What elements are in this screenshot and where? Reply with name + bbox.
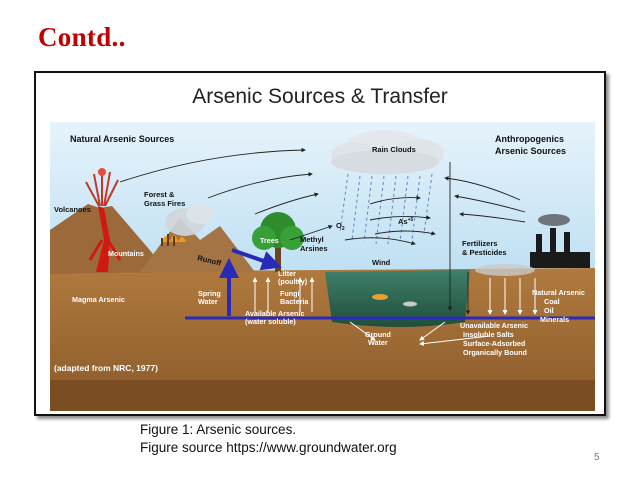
fertilizer-field-icon	[475, 264, 535, 276]
label-adapted: (adapted from NRC, 1977)	[54, 363, 158, 373]
figure-heading: Arsenic Sources & Transfer	[192, 85, 448, 108]
bottom-band	[50, 380, 595, 411]
label-spring-2: Water	[198, 297, 218, 306]
label-surface-adsorbed: Surface-Adsorbed	[463, 339, 525, 348]
label-minerals: Minerals	[540, 315, 569, 324]
label-ground-2: Water	[368, 338, 388, 347]
label-methyl-1: Methyl	[300, 235, 324, 244]
eruption-icon	[85, 168, 119, 207]
label-litter-1: Litter	[278, 269, 296, 278]
label-oil: Oil	[544, 306, 554, 315]
label-rain-clouds: Rain Clouds	[372, 145, 416, 154]
label-volcanoes: Volcanoes	[54, 205, 91, 214]
soil-arrows	[252, 277, 538, 347]
slide-title: Contd..	[38, 22, 126, 52]
label-magma: Magma Arsenic	[72, 295, 125, 304]
label-anthropogenics-1: Anthropogenics	[495, 134, 564, 144]
label-spring-1: Spring	[198, 289, 221, 298]
label-mountains: Mountains	[108, 249, 144, 258]
label-litter-2: (poultry)	[278, 277, 308, 286]
label-coal: Coal	[544, 297, 560, 306]
label-trees: Trees	[260, 236, 279, 245]
volcano-lava	[96, 206, 110, 272]
label-forest-1: Forest &	[144, 190, 175, 199]
lake	[325, 270, 470, 327]
label-anthropogenics-2: Arsenic Sources	[495, 146, 566, 156]
label-available-2: (water soluble)	[245, 317, 296, 326]
label-methyl-2: Arsines	[300, 244, 328, 253]
page-number: 5	[594, 452, 600, 463]
label-natural-arsenic: Natural Arsenic	[532, 288, 585, 297]
fire-icon	[161, 204, 214, 246]
label-ground-1: Ground	[365, 330, 391, 339]
caption-line-2: Figure source https://www.groundwater.or…	[140, 440, 397, 455]
transfer-arrows	[119, 147, 526, 315]
label-available-1: Available Arsenic	[245, 309, 304, 318]
label-o2: O2	[336, 221, 345, 232]
label-unavailable: Unavailable Arsenic	[460, 321, 528, 330]
tree-icon	[252, 212, 304, 272]
label-insoluble: Insoluble Salts	[463, 330, 514, 339]
figure-caption: Figure 1: Arsenic sources. Figure source…	[140, 421, 397, 457]
arsenic-diagram: Natural Arsenic Sources Anthropogenics A…	[50, 122, 595, 411]
label-fungi-1: Fungi	[280, 289, 300, 298]
label-forest-2: Grass Fires	[144, 199, 185, 208]
label-fungi-2: Bacteria	[280, 297, 309, 306]
caption-line-1: Figure 1: Arsenic sources.	[140, 422, 297, 437]
label-wind: Wind	[372, 258, 391, 267]
label-fertilizers-2: & Pesticides	[462, 248, 507, 257]
runoff-arrow	[231, 248, 282, 271]
label-natural-sources: Natural Arsenic Sources	[70, 134, 174, 144]
rain-cloud-icon	[331, 130, 444, 174]
label-as5: As+5	[398, 217, 414, 226]
factory-icon	[530, 214, 590, 268]
figure-frame: Arsenic Sources & Transfer	[34, 71, 606, 416]
label-fertilizers-1: Fertilizers	[462, 239, 497, 248]
label-organically-bound: Organically Bound	[463, 348, 527, 357]
